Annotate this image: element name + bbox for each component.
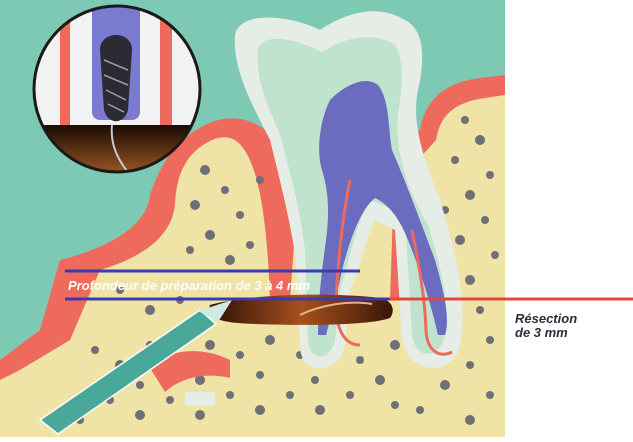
diagram-panel: Profondeur de préparation de 3 à 4 mm: [0, 0, 505, 437]
resection-label-line2: de 3 mm: [515, 326, 625, 340]
resection-label-line1: Résection: [515, 312, 625, 326]
depth-label: Profondeur de préparation de 3 à 4 mm: [68, 278, 310, 293]
resection-label: Résection de 3 mm: [515, 312, 625, 340]
gum-lower-tab: [185, 392, 215, 406]
